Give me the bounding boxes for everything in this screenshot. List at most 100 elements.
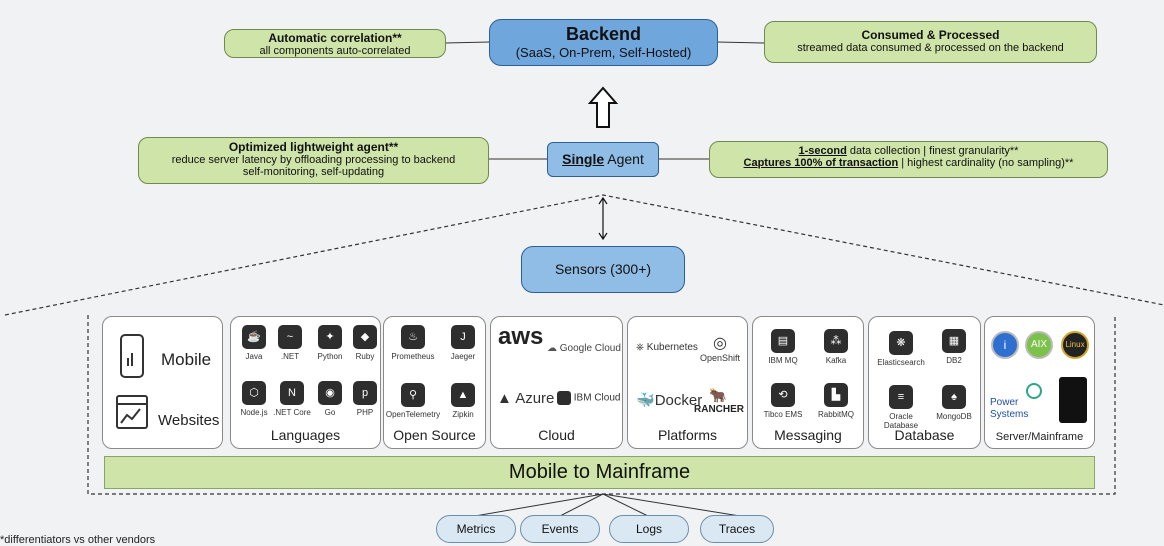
- mongodb-icon: ♠: [942, 385, 966, 409]
- linux-label: Linux: [1065, 340, 1085, 349]
- elasticsearch-icon: ❋: [889, 331, 913, 355]
- python-icon: ✦: [318, 325, 342, 349]
- lang-go-label: Go: [324, 408, 336, 417]
- consumed-box: Consumed & Processed streamed data consu…: [764, 21, 1097, 63]
- db-mongodb-label: MongoDB: [936, 412, 972, 421]
- consumed-title: Consumed & Processed: [861, 28, 1000, 42]
- msg-kafka: ⁂Kafka: [806, 329, 866, 365]
- mobile-phone-icon: [120, 334, 144, 378]
- languages-title: Languages: [270, 427, 341, 443]
- db-oracle-label: Oracle Database: [883, 412, 919, 430]
- go-icon: ◉: [318, 381, 342, 405]
- tibco-ems-icon: ⟲: [771, 383, 795, 407]
- agent-strong: Single: [562, 151, 605, 167]
- os-prometheus: ♨Prometheus: [383, 325, 443, 361]
- openshift-logo: ◎OpenShift: [698, 333, 742, 363]
- os-jaeger-label: Jaeger: [450, 352, 476, 361]
- google-cloud-label: Google Cloud: [559, 343, 621, 354]
- opensource-title: Open Source: [393, 427, 476, 443]
- backend-subtitle: (SaaS, On-Prem, Self-Hosted): [515, 45, 692, 60]
- google-cloud-logo: ☁ Google Cloud: [547, 343, 621, 354]
- os-prometheus-label: Prometheus: [391, 352, 435, 361]
- lang-nodejs: ⬡Node.js: [224, 381, 284, 417]
- single-agent-box: Single Agent: [547, 142, 659, 177]
- ibm-cloud-logo: IBM Cloud: [557, 391, 620, 405]
- azure-logo: ▲ Azure: [497, 390, 554, 407]
- output-logs: Logs: [609, 515, 689, 543]
- db-elasticsearch: ❋ Elasticsearch: [871, 331, 931, 367]
- lang-python-label: Python: [317, 352, 343, 361]
- agent-rest: Agent: [604, 151, 644, 167]
- os-jaeger: J Jaeger: [433, 325, 493, 361]
- collection-bold1: 1-second: [798, 145, 847, 157]
- php-icon: p: [353, 381, 377, 405]
- rancher-icon: 🐂: [709, 387, 727, 403]
- database-title: Database: [894, 427, 955, 443]
- rancher-label: RANCHER: [694, 404, 744, 415]
- lang-python: ✦ Python: [300, 325, 360, 361]
- zipkin-icon: ▲: [451, 383, 475, 407]
- auto-correlation-text: all components auto-correlated: [259, 45, 411, 57]
- db2-icon: ▦: [942, 329, 966, 353]
- auto-correlation-box: Automatic correlation** all components a…: [224, 29, 446, 58]
- java-icon: ☕: [242, 325, 266, 349]
- dotnetcore-icon: N: [280, 381, 304, 405]
- mobile-label: Mobile: [161, 350, 212, 369]
- power-label-1: Power: [990, 397, 1019, 408]
- mainframe-server-icon: [1059, 377, 1087, 423]
- lang-java-label: Java: [245, 352, 263, 361]
- tile-languages: ☕Java ~.NET ✦Python ◆Ruby ⬡Node.js N.NET…: [230, 316, 381, 449]
- jaeger-icon: J: [451, 325, 475, 349]
- kubernetes-logo: ⎈ Kubernetes: [636, 342, 698, 353]
- azure-label: Azure: [515, 390, 555, 407]
- msg-ibmmq: ▤ IBM MQ: [753, 329, 813, 365]
- consumed-text: streamed data consumed & processed on th…: [797, 42, 1064, 54]
- platforms-title: Platforms: [657, 427, 718, 443]
- collection-box: 1-second data collection | finest granul…: [709, 141, 1108, 178]
- msg-tibco-label: Tibco EMS: [763, 410, 803, 419]
- openshift-icon: ◎: [713, 335, 727, 352]
- tile-messaging: ▤IBM MQ ⁂Kafka ⟲Tibco EMS ▙RabbitMQ Mess…: [752, 316, 864, 449]
- tile-platforms: ⎈ Kubernetes ◎OpenShift 🐳Docker 🐂RANCHER…: [627, 316, 748, 449]
- lang-dotnetcore-label: .NET Core: [273, 408, 311, 417]
- server-title: Server/Mainframe: [995, 431, 1084, 443]
- rancher-logo: 🐂RANCHER: [694, 387, 744, 415]
- openshift-label: OpenShift: [699, 353, 741, 363]
- db-db2: ▦DB2: [924, 329, 984, 365]
- ibm-i-icon: i: [991, 331, 1019, 359]
- lang-java: ☕ Java: [224, 325, 284, 361]
- cloud-title: Cloud: [538, 427, 575, 443]
- output-traces: Traces: [700, 515, 774, 543]
- lang-ruby-label: Ruby: [355, 352, 375, 361]
- tile-mobile-websites: Mobile Websites: [102, 316, 223, 449]
- backend-title: Backend: [565, 24, 642, 44]
- ibm-mq-icon: ▤: [771, 329, 795, 353]
- lang-php-label: PHP: [356, 408, 374, 417]
- docker-logo: 🐳Docker: [636, 391, 702, 409]
- ruby-icon: ◆: [353, 325, 377, 349]
- website-chart-icon: [116, 395, 148, 429]
- ibm-cloud-icon: [557, 391, 571, 405]
- websites-label: Websites: [158, 412, 220, 429]
- ibm-cloud-label: IBM Cloud: [573, 392, 621, 404]
- aix-label: AIX: [1030, 339, 1048, 350]
- msg-kafka-label: Kafka: [825, 356, 847, 365]
- lang-dotnetcore: N .NET Core: [262, 381, 322, 417]
- optimized-line2: self-monitoring, self-updating: [242, 166, 385, 178]
- collection-rest1: data collection | finest granularity**: [846, 145, 1019, 157]
- mobile-to-mainframe-bar: Mobile to Mainframe: [104, 456, 1095, 489]
- oracle-icon: ≡: [889, 385, 913, 409]
- docker-label: Docker: [654, 392, 703, 409]
- os-zipkin-label: Zipkin: [452, 410, 474, 419]
- lang-go: ◉ Go: [300, 381, 360, 417]
- db-elasticsearch-label: Elasticsearch: [877, 358, 925, 367]
- lang-dotnet-label: .NET: [280, 352, 300, 361]
- msg-ibmmq-label: IBM MQ: [768, 356, 798, 365]
- linux-icon: Linux: [1061, 331, 1089, 359]
- rabbitmq-icon: ▙: [824, 383, 848, 407]
- sensors-box: Sensors (300+): [521, 246, 685, 293]
- os-zipkin: ▲ Zipkin: [433, 383, 493, 419]
